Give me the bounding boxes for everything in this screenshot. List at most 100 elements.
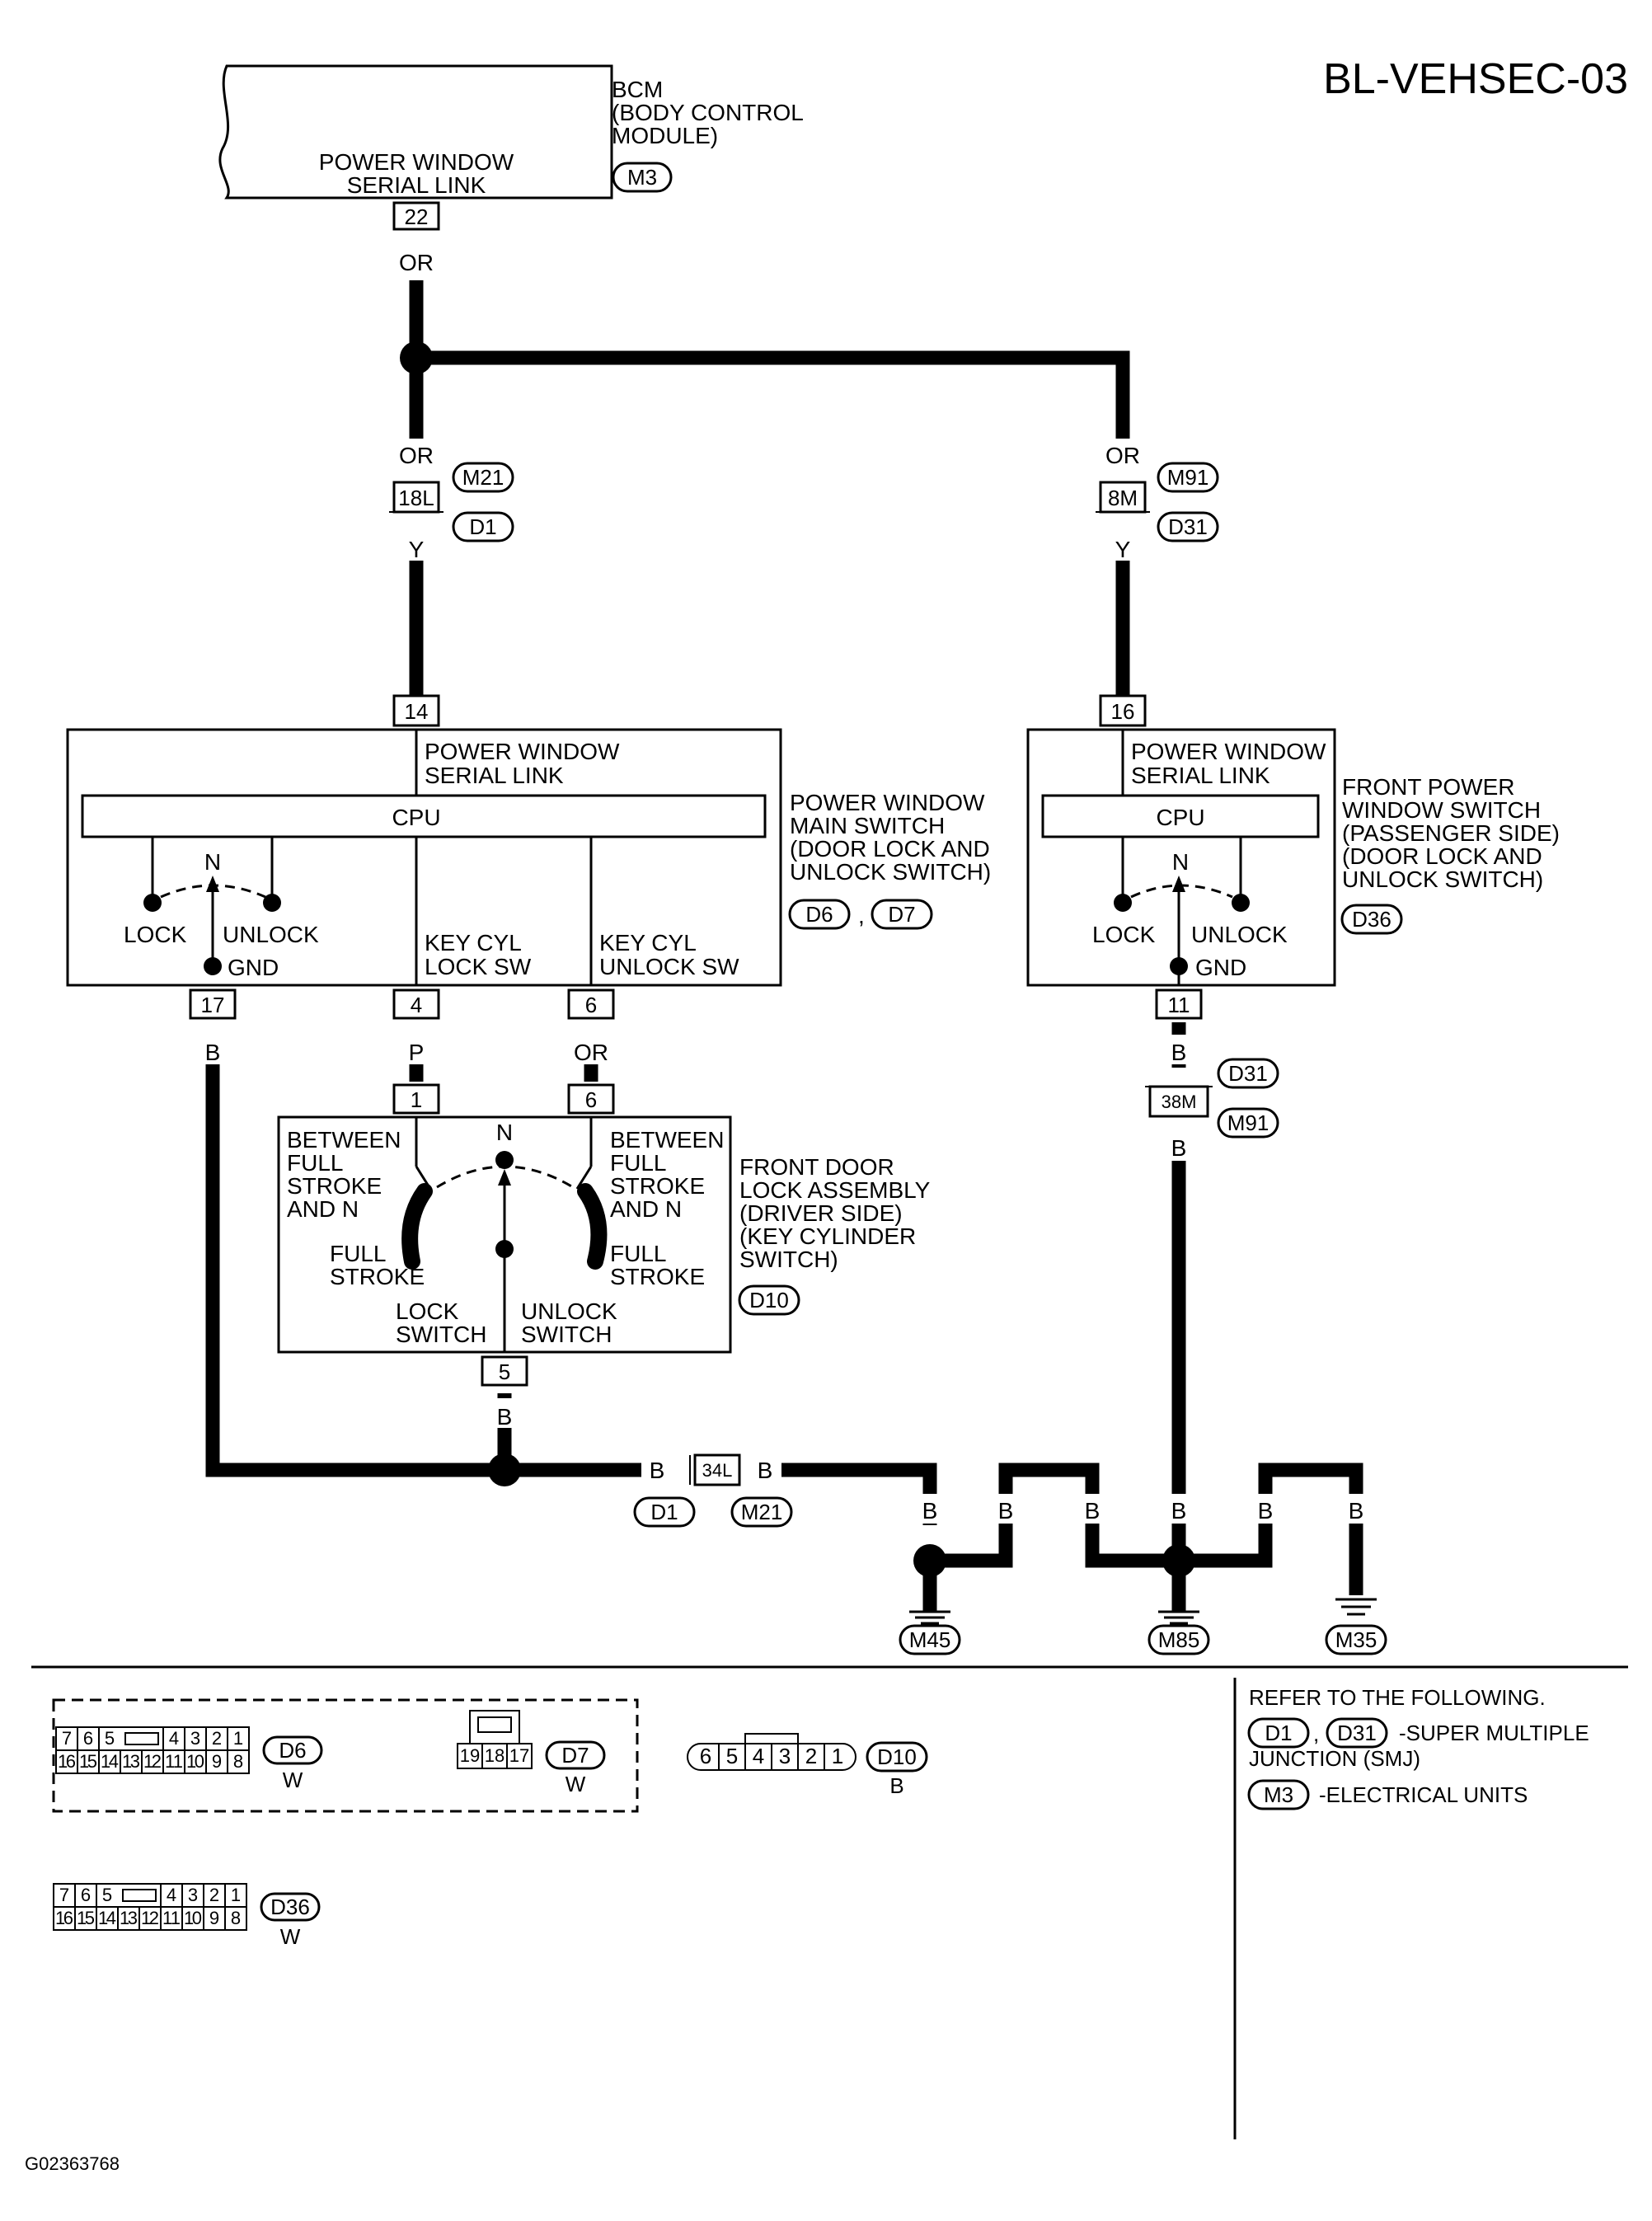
connector-pin: 15 xyxy=(79,1751,97,1772)
svg-text:STROKE: STROKE xyxy=(610,1264,705,1289)
svg-text:KEY CYL: KEY CYL xyxy=(425,930,522,956)
svg-text:P: P xyxy=(409,1040,425,1065)
connector-color: W xyxy=(566,1772,586,1796)
svg-text:11: 11 xyxy=(1168,993,1190,1017)
svg-text:UNLOCK: UNLOCK xyxy=(1191,922,1288,947)
connector-id: D36 xyxy=(270,1895,310,1919)
svg-text:BETWEEN: BETWEEN xyxy=(287,1127,401,1153)
svg-text:(DOOR LOCK AND: (DOOR LOCK AND xyxy=(790,836,990,862)
connector-group-d6-d7 xyxy=(52,1698,639,1813)
svg-text:CPU: CPU xyxy=(392,805,440,830)
svg-text:34L: 34L xyxy=(702,1460,733,1481)
splice-m45 xyxy=(913,1544,946,1577)
connector-pin: 5 xyxy=(105,1728,115,1749)
svg-text:4: 4 xyxy=(411,993,422,1017)
connector-pin: 11 xyxy=(162,1908,181,1928)
svg-text:M21: M21 xyxy=(462,465,505,490)
svg-text:FULL: FULL xyxy=(287,1150,343,1176)
svg-text:8M: 8M xyxy=(1108,486,1138,510)
svg-text:,: , xyxy=(858,903,865,928)
svg-text:B: B xyxy=(650,1458,665,1483)
connector-pin: 9 xyxy=(212,1751,222,1772)
connector-pin: 5 xyxy=(726,1744,738,1768)
svg-text:Y: Y xyxy=(1115,537,1131,562)
connector-pin: 1 xyxy=(231,1885,241,1905)
svg-text:-ELECTRICAL UNITS: -ELECTRICAL UNITS xyxy=(1319,1782,1528,1807)
svg-text:D10: D10 xyxy=(749,1288,789,1312)
junction-34l: 34L D1 M21 xyxy=(633,1453,793,1528)
svg-text:D7: D7 xyxy=(888,902,915,927)
svg-text:SERIAL LINK: SERIAL LINK xyxy=(425,763,564,788)
connector-pin: 9 xyxy=(209,1908,219,1928)
wires xyxy=(205,280,1363,1612)
svg-text:UNLOCK: UNLOCK xyxy=(521,1298,617,1324)
ground-m85: M85 xyxy=(1147,1610,1210,1655)
connector-color: B xyxy=(889,1773,903,1798)
svg-text:LOCK: LOCK xyxy=(1092,922,1156,947)
svg-text:LOCK ASSEMBLY: LOCK ASSEMBLY xyxy=(739,1177,931,1203)
svg-text:OR: OR xyxy=(399,443,434,468)
svg-text:B: B xyxy=(205,1040,221,1065)
svg-text:(KEY CYLINDER: (KEY CYLINDER xyxy=(739,1223,916,1249)
svg-text:M35: M35 xyxy=(1335,1627,1377,1652)
svg-text:SWITCH: SWITCH xyxy=(521,1322,612,1347)
connector-id: D6 xyxy=(279,1738,306,1763)
svg-text:B: B xyxy=(1349,1498,1364,1524)
svg-text:M3: M3 xyxy=(1264,1782,1293,1807)
svg-text:D1: D1 xyxy=(650,1500,678,1524)
connector-pin: 7 xyxy=(62,1728,72,1749)
svg-text:14: 14 xyxy=(405,699,429,724)
svg-text:LOCK SW: LOCK SW xyxy=(425,954,532,979)
svg-text:B: B xyxy=(1258,1498,1274,1524)
connector-pin: 18 xyxy=(485,1745,505,1766)
svg-text:KEY CYL: KEY CYL xyxy=(599,930,697,956)
svg-text:D1: D1 xyxy=(469,514,496,539)
front-door-lock-assembly: 1 6 N BETWEEN FULL STROKE AND N BETWEEN … xyxy=(277,1083,931,1387)
figure-id: G02363768 xyxy=(25,2153,120,2174)
connector-pin: 17 xyxy=(509,1745,529,1766)
svg-text:,: , xyxy=(1313,1721,1319,1746)
svg-text:18L: 18L xyxy=(398,486,434,510)
svg-text:POWER WINDOW: POWER WINDOW xyxy=(425,739,620,764)
connector-pin: 2 xyxy=(209,1885,219,1905)
svg-text:N: N xyxy=(1172,849,1189,875)
connector-pin: 6 xyxy=(700,1744,711,1768)
connector-pin: 6 xyxy=(83,1728,93,1749)
svg-text:B: B xyxy=(497,1404,513,1430)
svg-text:POWER WINDOW: POWER WINDOW xyxy=(1131,739,1326,764)
svg-text:M91: M91 xyxy=(1227,1110,1270,1135)
connector-pin: 10 xyxy=(184,1908,202,1928)
svg-text:B: B xyxy=(758,1458,773,1483)
ground-m35: M35 xyxy=(1325,1598,1387,1655)
svg-text:B: B xyxy=(998,1498,1014,1524)
connector-pin: 1 xyxy=(832,1744,843,1768)
svg-text:UNLOCK SWITCH): UNLOCK SWITCH) xyxy=(790,859,991,885)
connector-pin: 8 xyxy=(231,1908,241,1928)
svg-text:POWER WINDOW: POWER WINDOW xyxy=(319,149,514,175)
bcm-unit: POWER WINDOW SERIAL LINK BCM (BODY CONTR… xyxy=(218,64,804,231)
svg-text:LOCK: LOCK xyxy=(396,1298,459,1324)
svg-text:MAIN SWITCH: MAIN SWITCH xyxy=(790,813,945,838)
svg-text:N: N xyxy=(496,1120,513,1145)
svg-text:M21: M21 xyxy=(741,1500,783,1524)
svg-text:OR: OR xyxy=(574,1040,608,1065)
svg-text:FULL: FULL xyxy=(610,1241,666,1266)
svg-text:FULL: FULL xyxy=(330,1241,386,1266)
connector-pin: 14 xyxy=(101,1751,119,1772)
connector-color: W xyxy=(280,1924,301,1949)
connector-pin: 6 xyxy=(81,1885,91,1905)
svg-text:17: 17 xyxy=(201,993,225,1017)
svg-text:OR: OR xyxy=(399,250,434,275)
svg-text:B: B xyxy=(1171,1498,1187,1524)
svg-text:GND: GND xyxy=(228,955,279,980)
svg-text:6: 6 xyxy=(585,1087,597,1112)
bcm-pin: 22 xyxy=(405,204,429,229)
connector-pin: 4 xyxy=(169,1728,179,1749)
svg-text:16: 16 xyxy=(1111,699,1135,724)
svg-text:GND: GND xyxy=(1195,955,1246,980)
connector-pin: 3 xyxy=(188,1885,198,1905)
svg-text:(BODY CONTROL: (BODY CONTROL xyxy=(612,100,804,125)
svg-text:B: B xyxy=(1171,1040,1187,1065)
